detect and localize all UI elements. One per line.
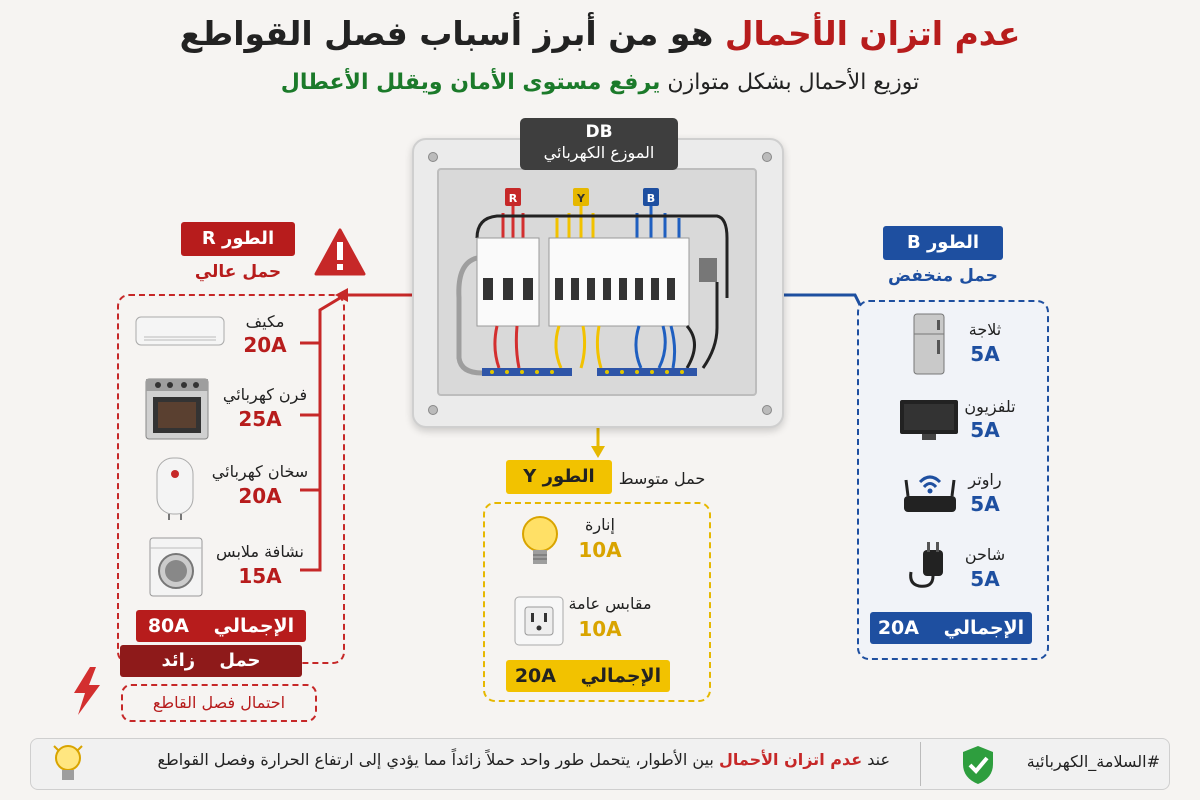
db-breakers-drawing: R Y B: [456, 188, 729, 376]
bus-label-y: Y: [576, 192, 586, 205]
device-amp: 10A: [578, 617, 622, 641]
phase-r-wiring: [300, 293, 437, 572]
subtitle-part3: ويقلل الأعطال: [280, 70, 451, 95]
bus-label-b: B: [647, 192, 655, 205]
light-bulb-icon: [53, 745, 83, 780]
device-amp: 5A: [970, 342, 1000, 366]
y-arrow-icon: [591, 446, 605, 458]
screw-icon: [428, 405, 438, 415]
water-heater-icon: [156, 457, 194, 520]
footer-text-part3: بين الأطوار، يتحمل طور واحد حملاً زائداً…: [157, 750, 719, 769]
subtitle-highlight: يرفع مستوى الأمان: [450, 70, 661, 95]
bus-label-r: R: [509, 192, 518, 205]
overload-badge: حمل زائد: [120, 645, 302, 677]
device-name: راوتر: [968, 470, 1002, 489]
phase-y-group: [483, 502, 711, 702]
device-name: نشافة ملابس: [216, 542, 304, 561]
phase-y-total: الإجمالي 20A: [506, 660, 670, 692]
device-name: شاحن: [964, 545, 1006, 564]
device-amp: 5A: [970, 418, 1000, 442]
phase-b-total: الإجمالي 20A: [870, 612, 1032, 644]
subtitle-part1: توزيع الأحمال بشكل متوازن: [660, 70, 920, 95]
device-amp: 10A: [578, 538, 622, 562]
total-label: الإجمالي: [213, 615, 295, 637]
safety-hashtag: #السلامة_الكهربائية: [1026, 752, 1160, 771]
screw-icon: [762, 405, 772, 415]
total-label: الإجمالي: [580, 665, 662, 687]
device-name: سخان كهربائي: [211, 462, 309, 481]
device-amp: 5A: [970, 567, 1000, 591]
shield-check-icon: [963, 746, 993, 784]
device-amp: 25A: [238, 407, 282, 431]
clothes-dryer-icon: [149, 537, 203, 597]
warning-icon: [314, 228, 366, 276]
phase-r-load: حمل عالي: [194, 262, 282, 282]
db-label-name: الموزع الكهربائي: [543, 143, 655, 162]
device-amp: 5A: [970, 492, 1000, 516]
device-name: إنارة: [585, 515, 615, 534]
charger-icon: [909, 542, 943, 588]
device-amp: 20A: [243, 333, 287, 357]
screw-icon: [762, 152, 772, 162]
screw-icon: [428, 152, 438, 162]
db-label-code: DB: [585, 122, 613, 142]
lightning-icon: [74, 667, 100, 715]
total-label: الإجمالي: [943, 617, 1025, 639]
router-icon: [904, 475, 956, 512]
oven-icon: [145, 378, 209, 440]
total-value: 20A: [514, 665, 556, 687]
air-conditioner-icon: [135, 316, 225, 346]
total-value: 80A: [147, 615, 189, 637]
phase-r-total: الإجمالي 80A: [136, 610, 306, 642]
device-name: ثلاجة: [968, 320, 1002, 339]
page-title: عدم اتزان الأحمال هو من أبرز أسباب فصل ا…: [0, 14, 1200, 53]
r-arrow-icon: [335, 288, 348, 302]
device-amp: 15A: [238, 564, 282, 588]
phase-b-tag: الطور B: [883, 226, 1003, 260]
total-value: 20A: [877, 617, 919, 639]
phase-y-load: حمل متوسط: [618, 469, 706, 488]
title-rest: هو من أبرز أسباب فصل القواطع: [179, 14, 725, 53]
device-name: فرن كهربائي: [222, 385, 308, 404]
tv-icon: [900, 400, 958, 440]
title-highlight: عدم اتزان الأحمال: [724, 14, 1021, 53]
device-name: مكيف: [245, 312, 285, 331]
trip-warning: احتمال فصل القاطع: [121, 684, 317, 722]
device-amp: 20A: [238, 484, 282, 508]
device-name: مقابس عامة: [568, 594, 652, 613]
page-subtitle: توزيع الأحمال بشكل متوازن يرفع مستوى الأ…: [0, 70, 1200, 95]
footer-text-highlight: عدم اتزان الأحمال: [718, 750, 863, 769]
phase-r-tag: الطور R: [181, 222, 295, 256]
footer-text: عند عدم اتزان الأحمال بين الأطوار، يتحمل…: [120, 750, 890, 769]
device-name: تلفزيون: [964, 397, 1016, 416]
phase-y-tag: الطور Y: [506, 460, 612, 494]
footer-text-part1: عند: [862, 750, 890, 769]
power-socket-icon: [514, 596, 564, 646]
db-label: DB الموزع الكهربائي: [520, 118, 678, 170]
footer-divider: [920, 742, 921, 786]
light-bulb-icon: [522, 516, 558, 564]
fridge-icon: [913, 313, 945, 375]
phase-b-load: حمل منخفض: [888, 266, 998, 286]
